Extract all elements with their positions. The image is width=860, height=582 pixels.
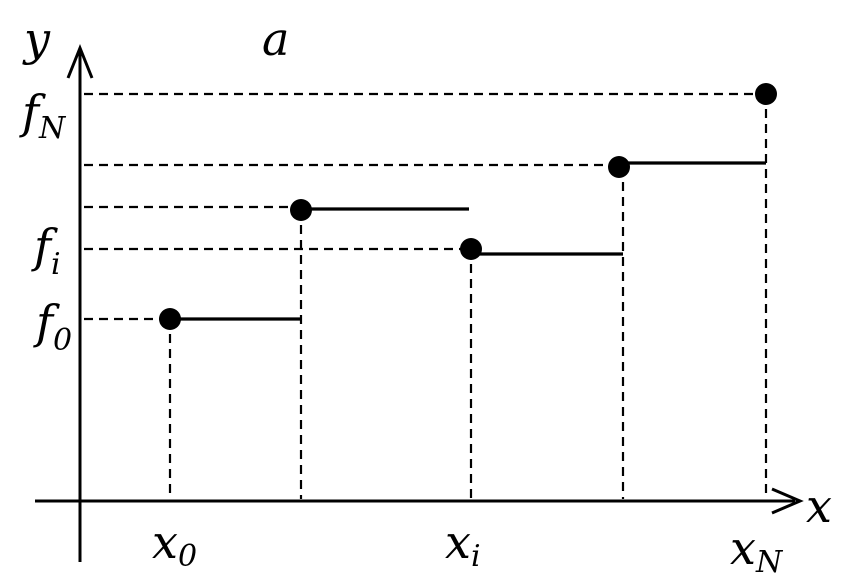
y-axis-arrowhead xyxy=(66,43,94,79)
y-label-f0: f0 xyxy=(33,295,72,358)
panel-label: a xyxy=(262,12,289,66)
x-axis-label: x xyxy=(806,479,832,533)
y-label-fi: fi xyxy=(31,219,61,282)
point-3 xyxy=(608,156,630,178)
y-axis-label: y xyxy=(22,12,51,66)
x-axis-arrowhead xyxy=(771,487,804,515)
point-2 xyxy=(460,238,482,260)
x-label-xi: xi xyxy=(445,515,481,574)
x-label-xN: xN xyxy=(730,521,784,580)
point-0 xyxy=(159,308,181,330)
point-N xyxy=(755,83,777,105)
y-label-fN: fN xyxy=(19,85,67,146)
x-label-x0: x0 xyxy=(152,515,197,574)
point-1 xyxy=(290,199,312,221)
